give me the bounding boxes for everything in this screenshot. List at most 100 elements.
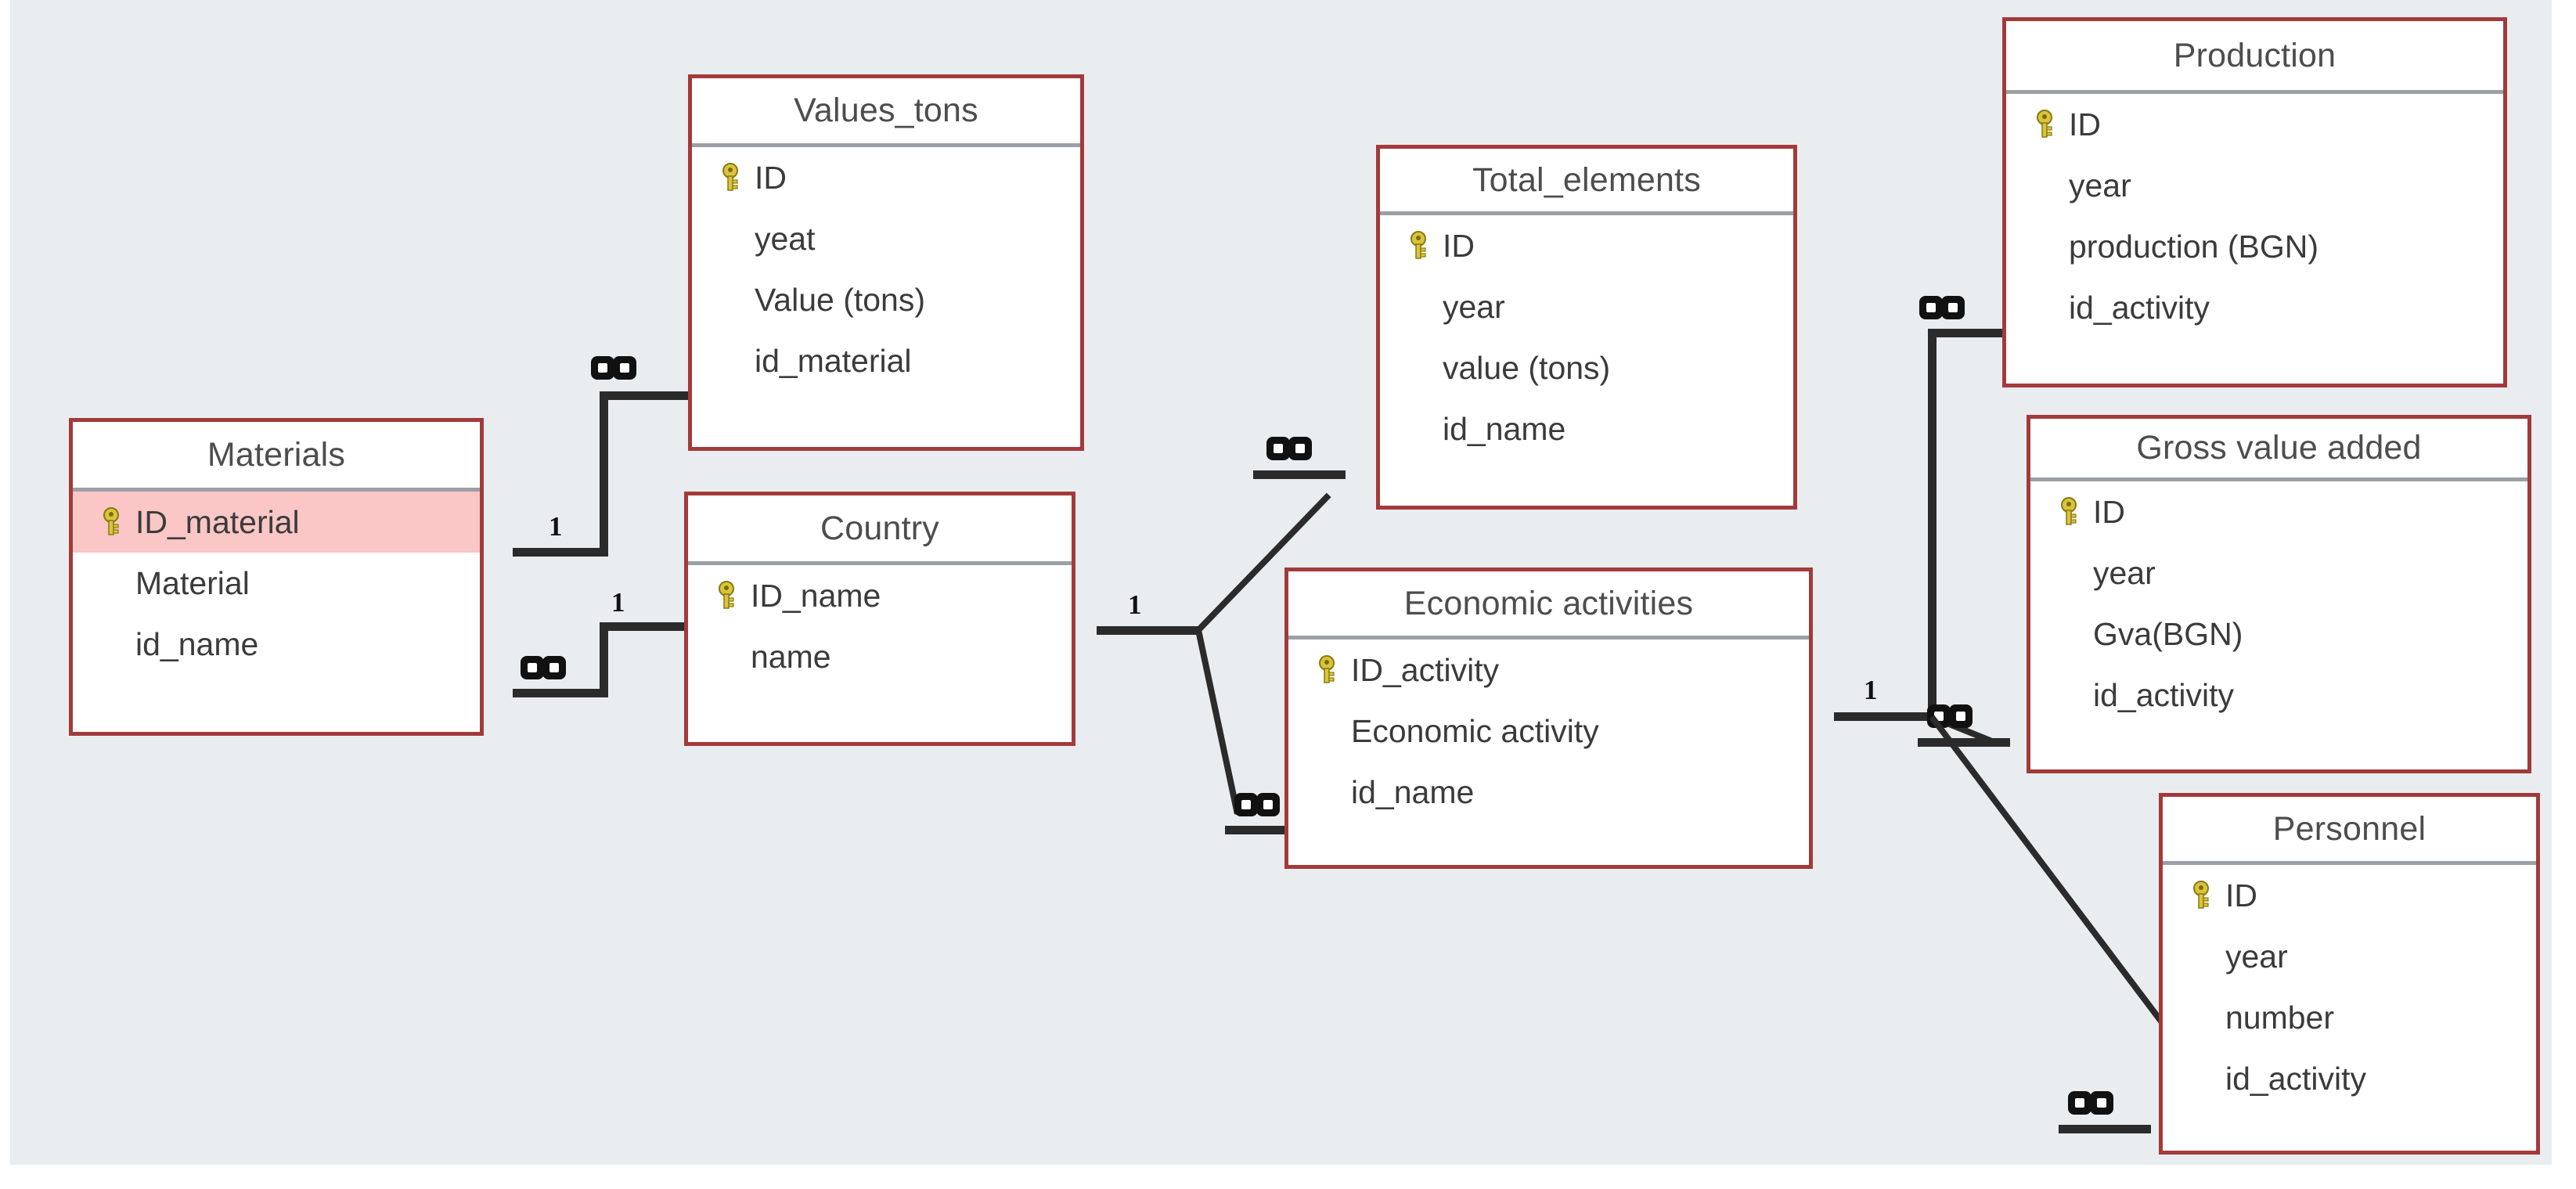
primary-key-icon bbox=[702, 581, 751, 611]
cardinality-one: 1 bbox=[1128, 589, 1142, 620]
table-header-separator bbox=[2163, 861, 2536, 865]
field-row[interactable]: Gva(BGN) bbox=[2030, 604, 2527, 665]
table-economic_activities[interactable]: Economic activities ID_activity Economic… bbox=[1284, 567, 1813, 869]
table-fields: ID_material Material id_name bbox=[73, 492, 480, 675]
field-name: id_material bbox=[755, 342, 912, 379]
cardinality-one: 1 bbox=[549, 511, 563, 542]
table-header-separator bbox=[73, 488, 480, 492]
primary-key-icon bbox=[1394, 231, 1443, 261]
field-name: Economic activity bbox=[1351, 712, 1599, 749]
field-name: id_name bbox=[1443, 410, 1566, 447]
connector-segment bbox=[1918, 738, 2010, 747]
field-row[interactable]: ID_material bbox=[73, 492, 480, 553]
connector-segment bbox=[513, 689, 608, 697]
connector-segment bbox=[1195, 629, 1241, 815]
field-row[interactable]: id_name bbox=[1380, 398, 1793, 459]
table-header-separator bbox=[688, 561, 1072, 565]
connector-segment bbox=[1225, 826, 1317, 834]
connector-segment bbox=[600, 395, 608, 552]
table-title: Production bbox=[2173, 36, 2336, 74]
table-title: Gross value added bbox=[2136, 429, 2422, 467]
field-name: ID bbox=[2093, 493, 2125, 530]
cardinality-many-icon bbox=[2066, 1091, 2115, 1115]
table-header-separator bbox=[2006, 90, 2503, 94]
connector-segment bbox=[1253, 470, 1346, 479]
connector-segment bbox=[513, 548, 608, 557]
primary-key-icon bbox=[87, 507, 135, 537]
field-row[interactable]: production (BGN) bbox=[2006, 216, 2503, 277]
field-name: production (BGN) bbox=[2069, 228, 2319, 265]
field-row[interactable]: number bbox=[2163, 987, 2536, 1048]
field-name: ID bbox=[2069, 106, 2101, 142]
field-row[interactable]: name bbox=[688, 626, 1072, 687]
field-row[interactable]: ID bbox=[2006, 94, 2503, 155]
table-country[interactable]: Country ID_name name bbox=[684, 492, 1075, 746]
field-row[interactable]: ID_activity bbox=[1288, 640, 1809, 701]
table-title: Materials bbox=[207, 435, 346, 474]
table-personnel[interactable]: Personnel ID year number id_activity bbox=[2159, 793, 2540, 1155]
connector-segment bbox=[600, 622, 695, 631]
table-fields: ID year Gva(BGN) id_activity bbox=[2030, 481, 2527, 726]
table-values_tons[interactable]: Values_tons ID yeat Value (tons) id_mate… bbox=[688, 74, 1084, 451]
table-header-separator bbox=[2030, 477, 2527, 481]
field-row[interactable]: Material bbox=[73, 553, 480, 614]
table-header-separator bbox=[1288, 636, 1809, 640]
field-name: Value (tons) bbox=[755, 281, 926, 318]
field-name: year bbox=[1443, 288, 1505, 325]
table-fields: ID_activity Economic activity id_name bbox=[1288, 640, 1809, 823]
field-name: id_activity bbox=[2069, 289, 2210, 326]
field-name: ID_activity bbox=[1351, 651, 1500, 688]
table-fields: ID year number id_activity bbox=[2163, 865, 2536, 1109]
field-row[interactable]: ID bbox=[2030, 481, 2527, 542]
field-row[interactable]: id_name bbox=[1288, 762, 1809, 823]
primary-key-icon bbox=[2020, 110, 2069, 139]
primary-key-icon bbox=[2045, 497, 2093, 527]
field-name: year bbox=[2093, 554, 2156, 591]
field-row[interactable]: id_name bbox=[73, 614, 480, 675]
field-name: id_name bbox=[135, 625, 259, 662]
table-materials[interactable]: Materials ID_material Material id_name bbox=[69, 418, 484, 736]
field-row[interactable]: ID bbox=[692, 147, 1080, 208]
field-name: yeat bbox=[755, 220, 816, 257]
field-name: id_activity bbox=[2225, 1060, 2367, 1097]
field-row[interactable]: id_activity bbox=[2006, 277, 2503, 338]
table-production[interactable]: Production ID year production (BGN) id_a… bbox=[2002, 17, 2507, 387]
connector-segment bbox=[2059, 1125, 2151, 1133]
table-gross_value_added[interactable]: Gross value added ID year Gva(BGN) id_ac… bbox=[2027, 415, 2531, 773]
table-fields: ID year value (tons) id_name bbox=[1380, 215, 1793, 459]
field-name: number bbox=[2225, 999, 2335, 1036]
primary-key-icon bbox=[1302, 655, 1351, 685]
field-name: ID_material bbox=[135, 503, 300, 540]
field-row[interactable]: year bbox=[1380, 276, 1793, 337]
field-row[interactable]: ID bbox=[1380, 215, 1793, 276]
table-header-separator bbox=[1380, 211, 1793, 215]
field-row[interactable]: Value (tons) bbox=[692, 269, 1080, 330]
field-row[interactable]: id_activity bbox=[2030, 665, 2527, 726]
field-row[interactable]: year bbox=[2006, 155, 2503, 216]
table-header-separator bbox=[692, 143, 1080, 147]
field-row[interactable]: Economic activity bbox=[1288, 701, 1809, 762]
field-name: year bbox=[2225, 938, 2288, 975]
table-title: Economic activities bbox=[1403, 584, 1694, 622]
field-row[interactable]: value (tons) bbox=[1380, 337, 1793, 398]
field-name: ID_name bbox=[751, 577, 881, 614]
table-fields: ID_name name bbox=[688, 565, 1072, 687]
cardinality-one: 1 bbox=[611, 587, 625, 618]
field-row[interactable]: ID bbox=[2163, 865, 2536, 926]
field-row[interactable]: yeat bbox=[692, 208, 1080, 269]
table-title: Values_tons bbox=[794, 92, 978, 129]
field-row[interactable]: ID_name bbox=[688, 565, 1072, 626]
field-row[interactable]: year bbox=[2030, 542, 2527, 604]
table-total_elements[interactable]: Total_elements ID year value (tons) id_n… bbox=[1376, 145, 1797, 510]
connector-segment bbox=[1928, 333, 1937, 718]
primary-key-icon bbox=[706, 163, 755, 193]
field-name: year bbox=[2069, 167, 2131, 204]
connector-segment bbox=[1928, 329, 2022, 337]
relationships-canvas: 1 1 1 1 M bbox=[10, 0, 2552, 1165]
field-row[interactable]: year bbox=[2163, 926, 2536, 987]
table-title: Total_elements bbox=[1472, 160, 1702, 199]
primary-key-icon bbox=[2177, 881, 2225, 910]
cardinality-one: 1 bbox=[1864, 675, 1878, 705]
field-row[interactable]: id_activity bbox=[2163, 1048, 2536, 1109]
field-row[interactable]: id_material bbox=[692, 330, 1080, 391]
